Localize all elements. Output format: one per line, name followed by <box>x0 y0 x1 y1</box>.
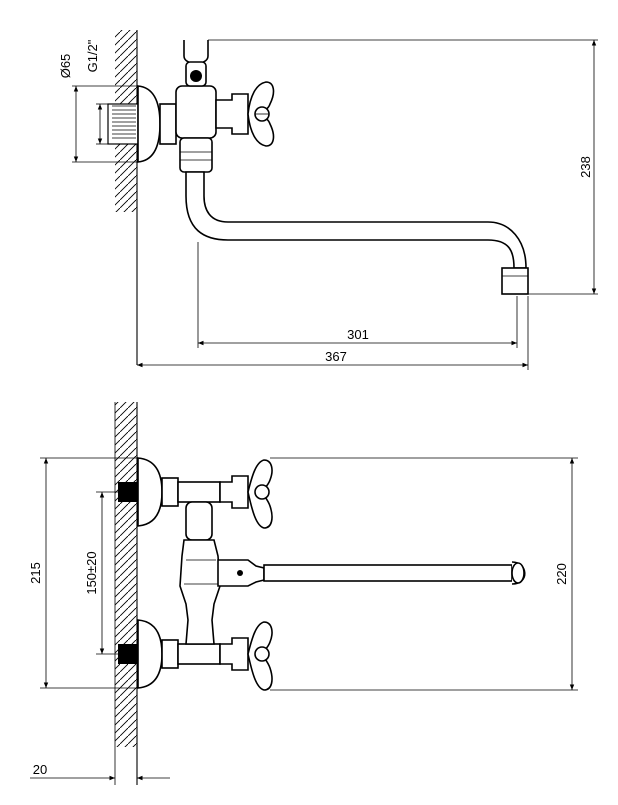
lower-connector-front <box>118 619 273 691</box>
label-spout-reach: 301 <box>347 327 369 342</box>
mixer-body-front <box>179 501 526 645</box>
label-total-reach: 367 <box>325 349 347 364</box>
upper-connector-front <box>118 457 273 529</box>
mixer-body-top <box>175 81 275 147</box>
label-spout-height: 220 <box>554 563 569 585</box>
front-view: 215 150±20 220 20 <box>28 402 578 785</box>
spout-top <box>179 137 529 295</box>
dimensions-top <box>72 39 598 370</box>
label-centers: 150±20 <box>84 551 99 594</box>
top-view: Ø65 G1/2" 238 301 367 <box>58 30 598 370</box>
label-thread: G1/2" <box>85 39 100 72</box>
shower-outlet-top <box>183 40 209 87</box>
wall-section-front <box>114 402 138 785</box>
label-wall-offset: 20 <box>33 762 47 777</box>
label-outer-diameter: Ø65 <box>58 54 73 79</box>
label-overall-height: 215 <box>28 562 43 584</box>
wall-section-top <box>115 30 138 365</box>
label-height: 238 <box>578 156 593 178</box>
dimensions-front <box>30 457 578 781</box>
wall-flange-top <box>107 85 177 163</box>
